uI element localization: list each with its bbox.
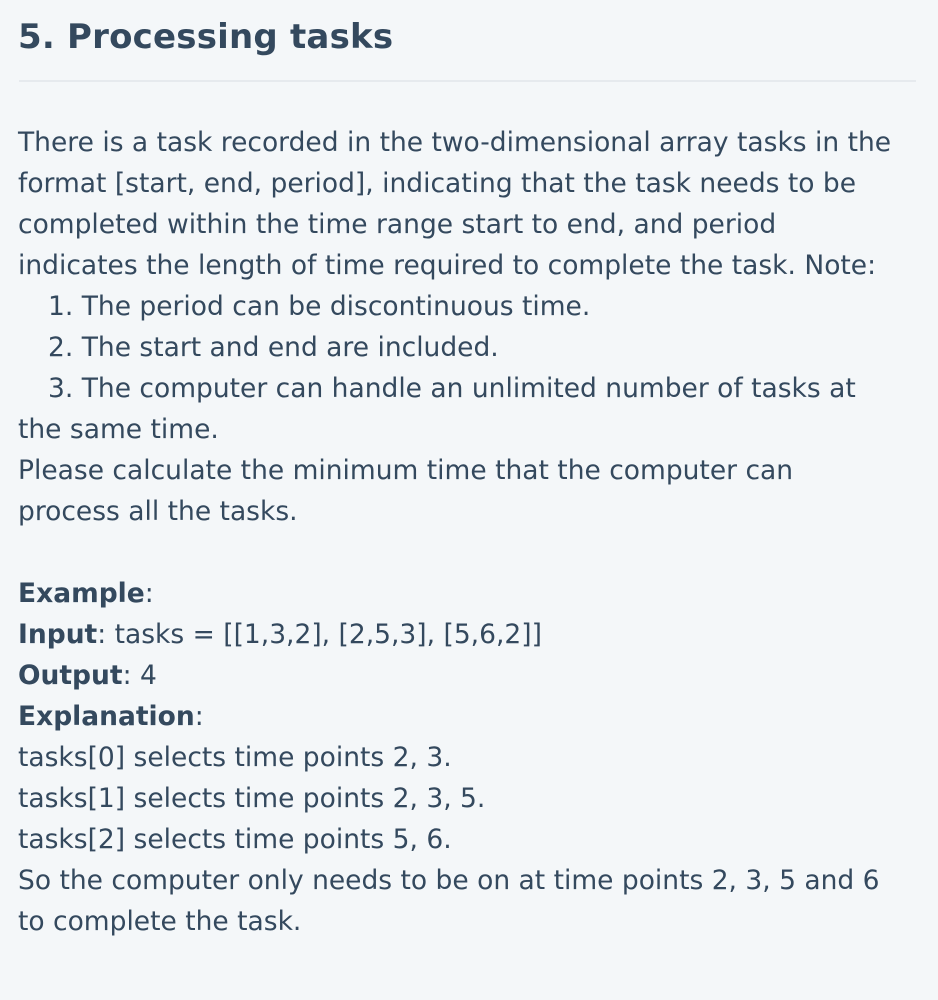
example-input-separator: :: [97, 619, 107, 650]
explanation-line: to complete the task.: [18, 906, 302, 937]
example-output-line: Output: 4: [18, 655, 916, 696]
request-line: Please calculate the minimum time that t…: [18, 455, 794, 486]
example-output-separator: :: [122, 660, 132, 691]
example-input-value: tasks = [[1,3,2], [2,5,3], [5,6,2]]: [106, 619, 542, 650]
description-line: format [start, end, period], indicating …: [18, 168, 857, 199]
title-divider: [18, 80, 916, 82]
example-output-label: Output: [18, 660, 123, 691]
note-continuation: the same time.: [18, 414, 219, 445]
description-line: indicates the length of time required to…: [18, 250, 877, 281]
example-heading-separator: :: [144, 578, 154, 609]
explanation-line: tasks[0] selects time points 2, 3.: [18, 742, 452, 773]
problem-title: 5. Processing tasks: [18, 17, 394, 57]
request-line: process all the tasks.: [18, 496, 298, 527]
example-explanation-label: Explanation: [18, 701, 195, 732]
example-explanation-heading-line: Explanation:: [18, 696, 916, 737]
description-line: There is a task recorded in the two-dime…: [18, 127, 892, 158]
example-heading: Example: [18, 578, 145, 609]
example-input-label: Input: [18, 619, 98, 650]
example-heading-line: Example:: [18, 573, 916, 614]
problem-content: There is a task recorded in the two-dime…: [18, 122, 916, 942]
paragraph-spacer: [18, 532, 916, 573]
note-item: 2. The start and end are included.: [48, 332, 499, 363]
example-input-line: Input: tasks = [[1,3,2], [2,5,3], [5,6,2…: [18, 614, 916, 655]
example-explanation-separator: :: [194, 701, 204, 732]
explanation-line: So the computer only needs to be on at t…: [18, 865, 880, 896]
note-item: 1. The period can be discontinuous time.: [48, 291, 591, 322]
explanation-line: tasks[2] selects time points 5, 6.: [18, 824, 452, 855]
note-item: 3. The computer can handle an unlimited …: [48, 373, 856, 404]
example-output-value: 4: [131, 660, 157, 691]
description-line: completed within the time range start to…: [18, 209, 777, 240]
explanation-line: tasks[1] selects time points 2, 3, 5.: [18, 783, 486, 814]
